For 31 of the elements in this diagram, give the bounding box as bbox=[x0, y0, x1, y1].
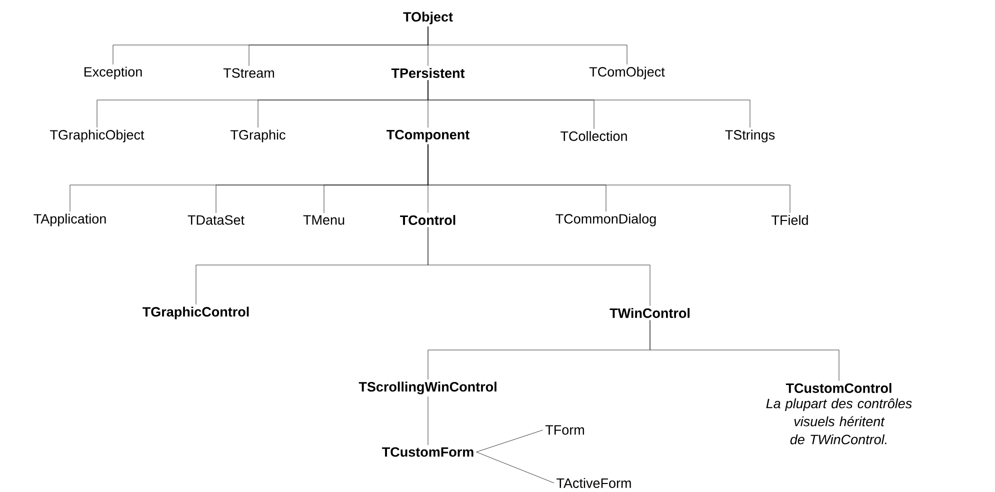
class-name: TCollection bbox=[560, 131, 627, 141]
class-name: TObject bbox=[403, 12, 453, 24]
connector-line bbox=[428, 80, 750, 128]
connector-line bbox=[650, 320, 840, 382]
class-name: TComObject bbox=[589, 66, 665, 80]
class-name: TPersistent bbox=[391, 68, 465, 78]
connector-line bbox=[428, 226, 650, 306]
class-name: TWinControl bbox=[610, 308, 690, 318]
class-name: Exception bbox=[84, 66, 142, 80]
class-name: TDataSet bbox=[188, 215, 244, 225]
connector-line bbox=[476, 430, 544, 452]
class-name: TForm bbox=[545, 425, 584, 435]
class-name: TActiveForm bbox=[556, 478, 631, 488]
class-name: TControl bbox=[400, 215, 456, 225]
class-name: TStrings bbox=[725, 130, 775, 142]
class-name: TCommonDialog bbox=[556, 214, 656, 226]
class-name: TComponent bbox=[386, 130, 470, 142]
class-name: TStream bbox=[223, 68, 274, 78]
class-name: TCustomForm bbox=[382, 447, 474, 457]
connector-line bbox=[428, 26, 628, 65]
class-name: TMenu bbox=[303, 215, 344, 225]
note-text: La plupart des contrôles visuels héritent de TWinControl. bbox=[766, 398, 912, 444]
class-name: TCustomControl bbox=[786, 383, 892, 393]
class-name: TGraphicObject bbox=[50, 130, 144, 142]
connector-line bbox=[476, 452, 554, 484]
class-name: TGraphicControl bbox=[142, 306, 249, 320]
connector-line bbox=[428, 144, 790, 214]
class-name: TApplication bbox=[34, 214, 106, 226]
class-name: TField bbox=[772, 215, 808, 225]
class-name: TScrollingWinControl bbox=[358, 382, 496, 394]
class-name: TGraphic bbox=[230, 130, 286, 142]
